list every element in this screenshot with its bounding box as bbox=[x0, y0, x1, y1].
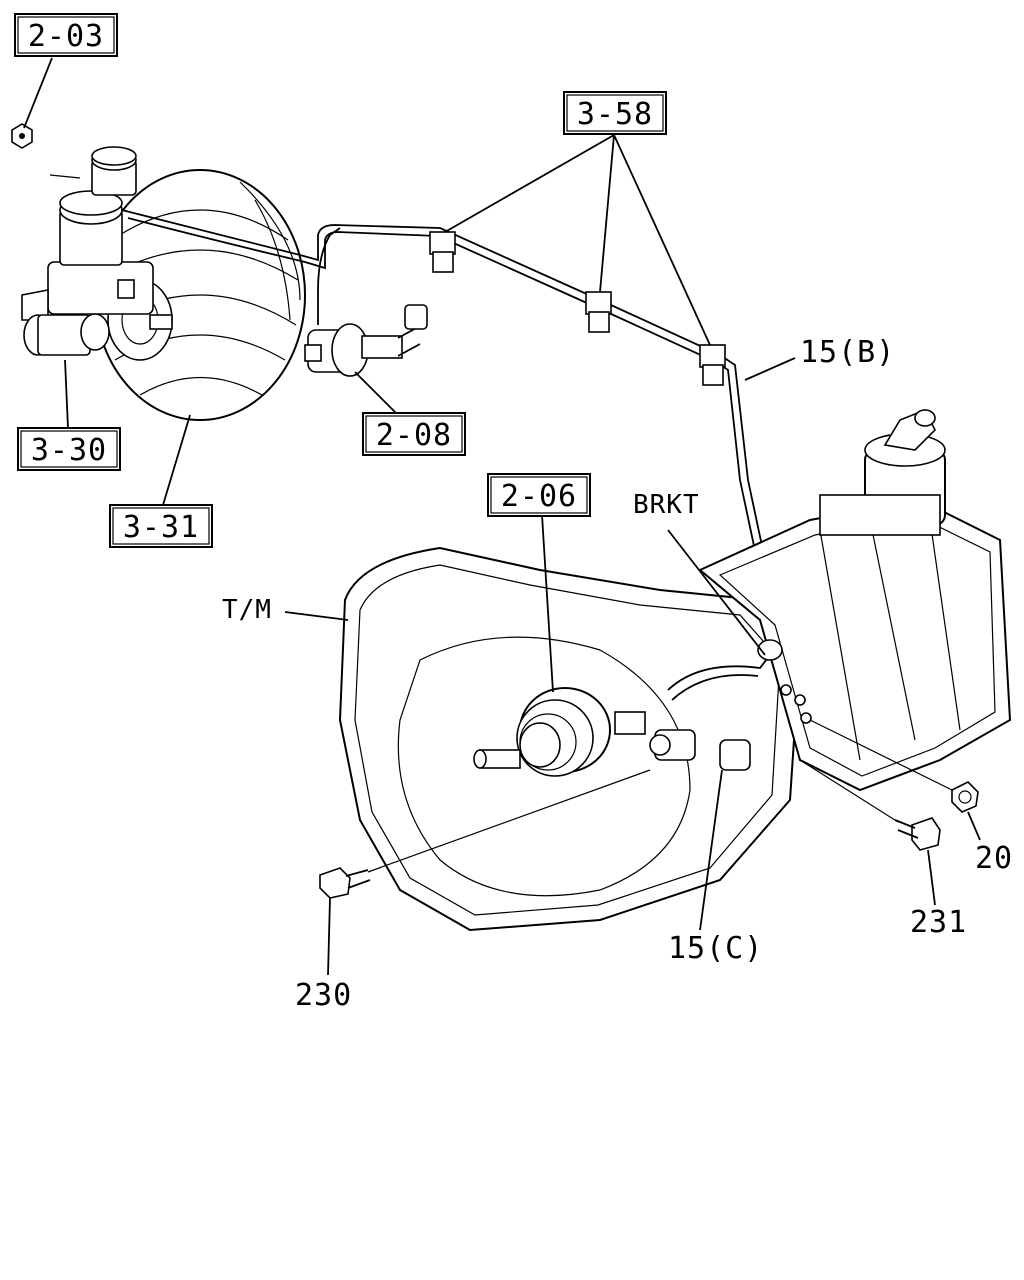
callout-231[interactable]: 231 bbox=[910, 905, 967, 940]
callout-tm[interactable]: T/M bbox=[222, 595, 272, 625]
washer-2-03 bbox=[11, 123, 33, 149]
pipe-clips bbox=[429, 231, 726, 386]
svg-text:2-06: 2-06 bbox=[501, 479, 577, 514]
ref-label-2-08[interactable]: 2-08 bbox=[362, 412, 466, 456]
callout-15b[interactable]: 15(B) bbox=[800, 335, 895, 370]
pipe-clip bbox=[699, 344, 726, 386]
svg-text:3-30: 3-30 bbox=[31, 433, 107, 468]
master-cylinder bbox=[21, 146, 173, 356]
svg-text:3-58: 3-58 bbox=[577, 97, 653, 132]
pipe-clip bbox=[429, 231, 456, 273]
bolt-230 bbox=[319, 867, 371, 899]
nut-20 bbox=[951, 781, 979, 813]
ref-label-2-06[interactable]: 2-06 bbox=[487, 473, 591, 517]
callout-brkt[interactable]: BRKT bbox=[633, 490, 700, 520]
callout-20[interactable]: 20 bbox=[975, 841, 1013, 876]
ref-label-3-58[interactable]: 3-58 bbox=[563, 91, 667, 135]
svg-text:2-08: 2-08 bbox=[376, 418, 452, 453]
transmission bbox=[338, 408, 1012, 932]
pipe-clip bbox=[585, 291, 612, 333]
bolt-231 bbox=[894, 817, 941, 851]
ref-label-3-30[interactable]: 3-30 bbox=[17, 427, 121, 471]
clutch-pipe-15b bbox=[121, 209, 769, 641]
ref-label-2-03[interactable]: 2-03 bbox=[14, 13, 118, 57]
ref-label-3-31[interactable]: 3-31 bbox=[109, 504, 213, 548]
svg-text:2-03: 2-03 bbox=[28, 19, 104, 54]
svg-text:3-31: 3-31 bbox=[123, 510, 199, 545]
callout-15c[interactable]: 15(C) bbox=[668, 931, 763, 966]
leader-lines bbox=[23, 57, 981, 976]
callout-230[interactable]: 230 bbox=[295, 978, 352, 1013]
clutch-master-cylinder bbox=[304, 227, 428, 377]
